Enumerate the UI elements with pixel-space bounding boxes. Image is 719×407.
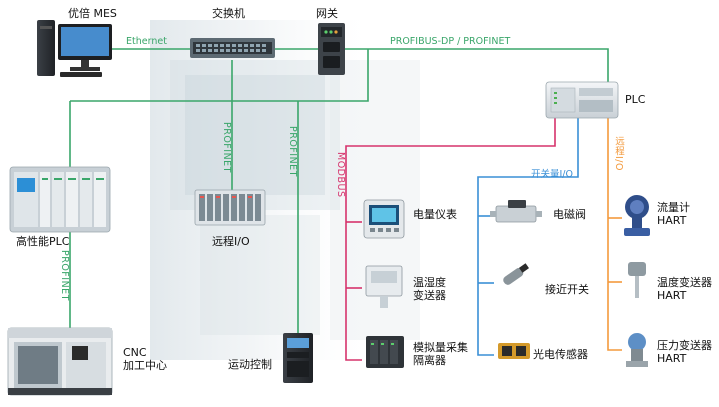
photo-label: 光电传感器 (533, 348, 588, 361)
switch-io-line (477, 118, 579, 356)
profinet-motion-label: PROFINET (287, 126, 298, 177)
pressure-label: 压力变送器 HART (657, 339, 712, 365)
cnc-label: CNC 加工中心 (123, 346, 167, 372)
hpplc-label: 高性能PLC (16, 235, 70, 248)
solenoid-label: 电磁阀 (553, 208, 586, 221)
proximity-label: 接近开关 (545, 283, 589, 296)
th-label: 温湿度 变送器 (413, 276, 446, 302)
profibus-connection-label: PROFIBUS-DP / PROFINET (390, 36, 511, 47)
flow-label-line1: 流量计 (657, 201, 690, 214)
power-meter-label: 电量仪表 (413, 208, 457, 221)
solenoid-valve-icon (490, 200, 542, 223)
analog-io-connection-label: 远程I/O (613, 136, 624, 171)
ethernet-connection-label: Ethernet (126, 36, 167, 47)
flow-label-line2: HART (657, 214, 687, 227)
analog-label-line2: 隔离器 (413, 354, 446, 367)
hpplc-icon (9, 166, 111, 233)
profibus-line (345, 48, 609, 82)
cnc-machine-icon (7, 327, 113, 396)
gateway-icon (318, 23, 345, 75)
th-transmitter-icon (365, 265, 403, 308)
lan-bus-line (70, 49, 369, 102)
pressure-transmitter-icon (626, 333, 648, 367)
th-label-line2: 变送器 (413, 289, 446, 302)
pressure-label-line2: HART (657, 352, 687, 365)
cnc-label-line2: 加工中心 (123, 359, 167, 372)
gateway-label: 网关 (316, 7, 338, 20)
profinet-remote-label: PROFINET (221, 122, 232, 173)
remoteio-icon (194, 189, 266, 226)
motion-label: 运动控制 (228, 358, 272, 371)
mes-label: 优倍 MES (68, 7, 117, 20)
hart-line (607, 118, 622, 351)
analog-label: 模拟量采集 隔离器 (413, 341, 468, 367)
profinet-cnc-label: PROFINET (59, 250, 70, 301)
analog-isolator-icon (366, 336, 404, 368)
pressure-label-line1: 压力变送器 (657, 339, 712, 352)
switch-label: 交换机 (212, 7, 245, 20)
switch-icon (190, 38, 275, 58)
modbus-connection-label: MODBUS (335, 152, 346, 198)
plc-icon (545, 81, 619, 119)
cnc-label-line1: CNC (123, 346, 147, 359)
modbus-line (345, 118, 556, 361)
plc-label: PLC (625, 93, 646, 106)
proximity-switch-icon (503, 263, 529, 285)
flow-meter-icon (624, 195, 650, 236)
temp-label-line2: HART (657, 289, 687, 302)
temp-transmitter-icon (628, 262, 646, 298)
photo-sensor-icon (498, 343, 530, 359)
switch-io-connection-label: 开关量I/O (531, 169, 573, 180)
temp-label-line1: 温度变送器 (657, 276, 712, 289)
power-meter-icon (363, 199, 405, 239)
flow-label: 流量计 HART (657, 201, 690, 227)
temp-label: 温度变送器 HART (657, 276, 712, 302)
motion-controller-icon (283, 333, 313, 383)
mes-computer-icon (37, 20, 112, 77)
th-label-line1: 温湿度 (413, 276, 446, 289)
analog-label-line1: 模拟量采集 (413, 341, 468, 354)
remoteio-label: 远程I/O (212, 235, 250, 248)
connection-lines (69, 48, 622, 361)
